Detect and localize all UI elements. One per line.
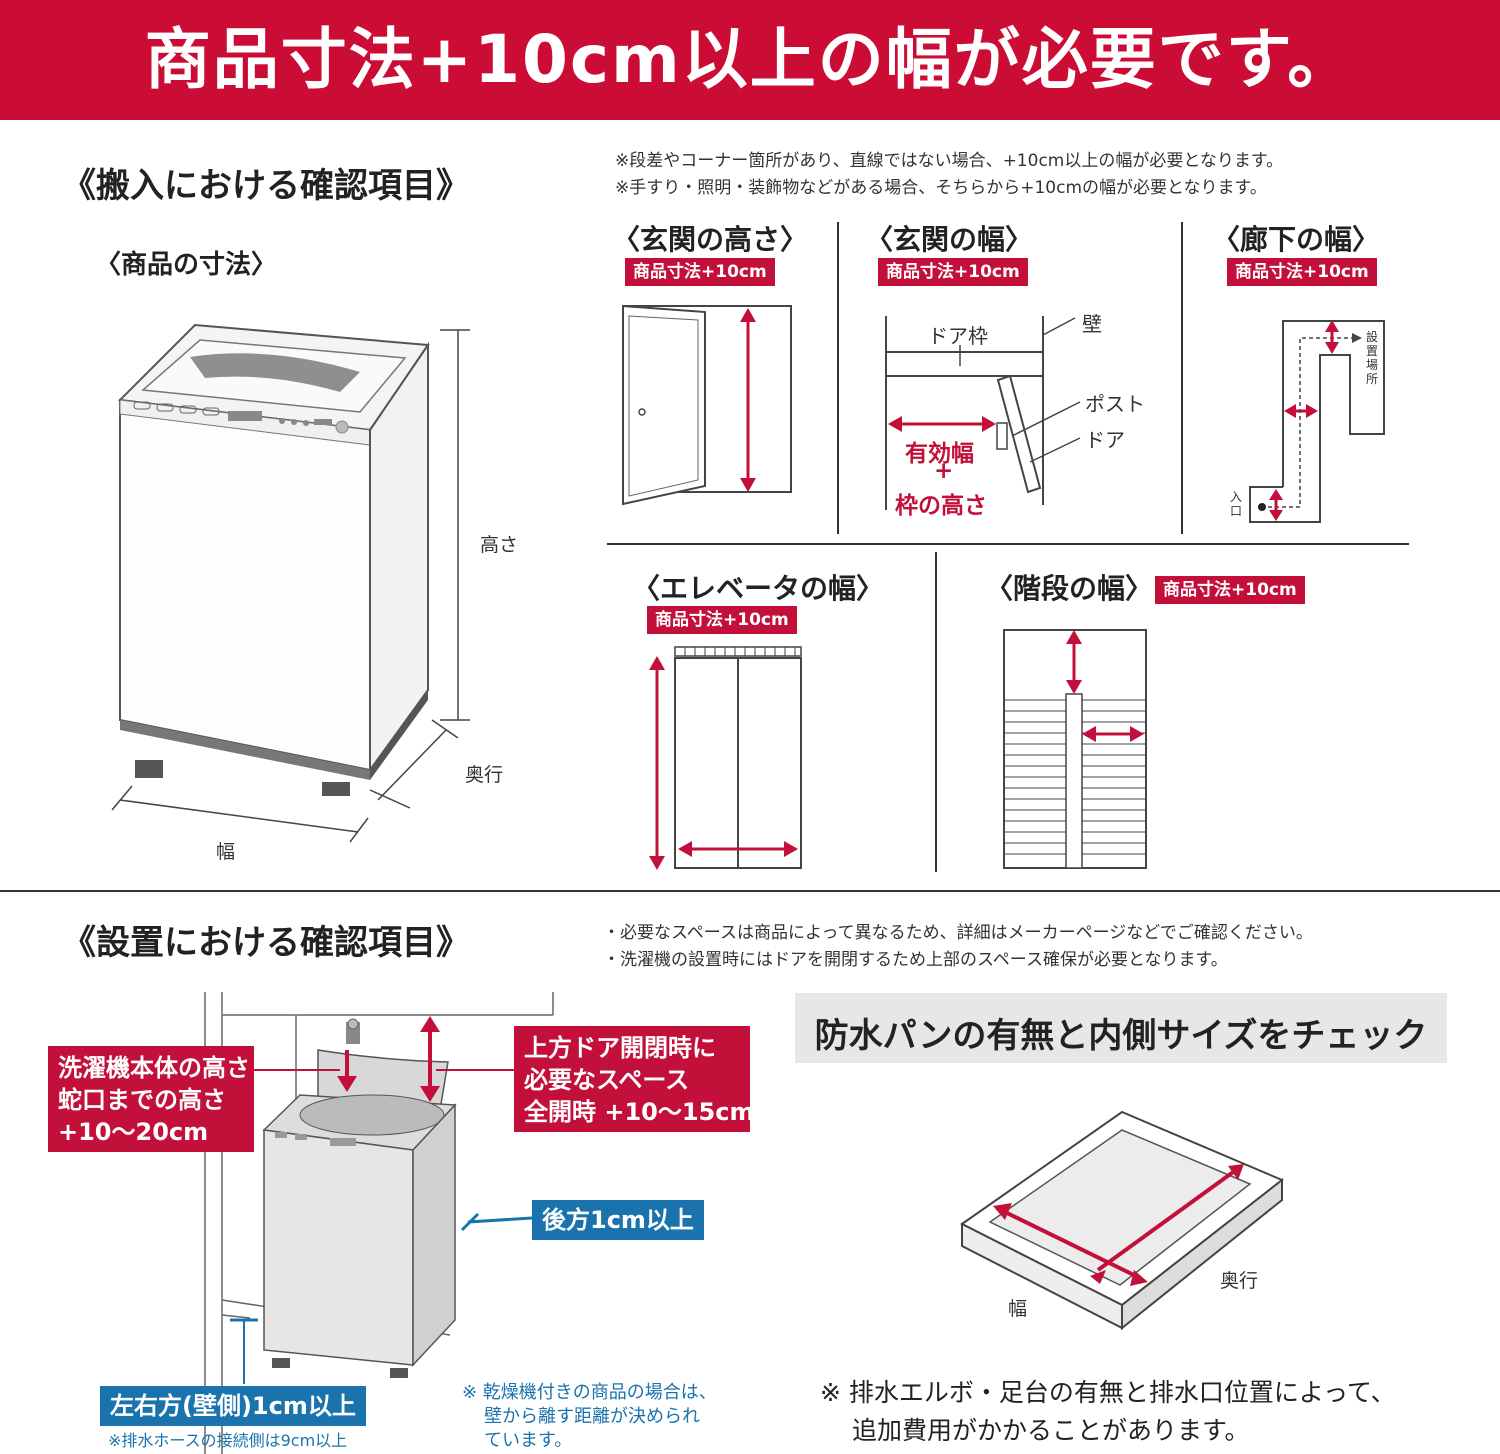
door-label: ドア (1085, 428, 1125, 452)
post-label: ポスト (1085, 392, 1145, 416)
entrance-height-title: 〈玄関の高さ〉 (612, 223, 809, 256)
height-label: 高さ (480, 534, 519, 556)
width-label: 幅 (216, 841, 236, 863)
stairs-diagram (1003, 629, 1147, 869)
height-callout-line-2: 蛇口までの高さ (58, 1086, 226, 1114)
installation-section-title: 《設置における確認項目》 (62, 923, 470, 963)
door-space-callout: 上方ドア開閉時に 必要なスペース 全開時 +10～15cm (514, 1026, 755, 1132)
washer-illustration (111, 323, 470, 843)
stairs-width-title: 〈階段の幅〉 (985, 572, 1154, 605)
hallway-width-badge: 商品寸法+10cm (1227, 258, 1377, 286)
door-callout-line-2: 必要なスペース (524, 1066, 690, 1094)
pan-depth-label: 奥行 (1220, 1270, 1259, 1292)
installation-note-1: ・必要なスペースは商品によって異なるため、詳細はメーカーページなどでご確認くださ… (603, 923, 1313, 943)
dryer-note-2: 壁から離す距離が決められ (484, 1406, 700, 1427)
door-frame-label: ドア枠 (928, 324, 988, 348)
divider (837, 222, 839, 534)
header-banner (0, 0, 1500, 120)
divider (607, 543, 1409, 545)
install-place-label: 設置場所 (1366, 330, 1379, 386)
depth-label: 奥行 (465, 764, 504, 786)
installation-note-2: ・洗濯機の設置時にはドアを開閉するため上部のスペース確保が必要となります。 (603, 950, 1228, 970)
pan-check-panel (795, 993, 1447, 1063)
height-callout-line-1: 洗濯機本体の高さ (58, 1054, 250, 1082)
hallway-width-title: 〈廊下の幅〉 (1212, 223, 1381, 256)
entrance-label: 入口 (1230, 490, 1243, 518)
dryer-note-1: ※ 乾燥機付きの商品の場合は、 (462, 1382, 717, 1403)
section-divider (0, 890, 1500, 892)
pan-note-line-2: 追加費用がかかることがあります。 (852, 1416, 1250, 1445)
pan-width-label: 幅 (1008, 1298, 1028, 1320)
delivery-note-2: ※手すり・照明・装飾物などがある場合、そちらから+10cmの幅が必要となります。 (615, 178, 1267, 198)
divider (1181, 222, 1183, 534)
stairs-width-badge: 商品寸法+10cm (1155, 576, 1305, 604)
entrance-height-badge: 商品寸法+10cm (625, 258, 775, 286)
elevator-width-badge: 商品寸法+10cm (647, 606, 797, 634)
pan-note-line-1: ※ 排水エルボ・足台の有無と排水口位置によって、 (820, 1378, 1396, 1407)
wall-label: 壁 (1082, 312, 1102, 336)
product-dims-title: 〈商品の寸法〉 (95, 250, 278, 280)
door-callout-line-1: 上方ドア開閉時に (524, 1034, 716, 1062)
elevator-diagram (649, 646, 802, 870)
hose-note: ※排水ホースの接続側は9cm以上 (108, 1431, 348, 1450)
effective-width-label: 有効幅 (905, 441, 974, 467)
height-callout: 洗濯機本体の高さ 蛇口までの高さ +10～20cm (48, 1046, 254, 1152)
door-callout-line-3: 全開時 +10～15cm (524, 1098, 755, 1126)
side-clearance-label: 左右方(壁側)1cm以上 (100, 1386, 366, 1426)
delivery-section-title: 《搬入における確認項目》 (62, 166, 470, 206)
hallway-diagram (1249, 320, 1385, 523)
entrance-width-badge: 商品寸法+10cm (878, 258, 1028, 286)
elevator-width-title: 〈エレベータの幅〉 (632, 572, 885, 605)
entrance-width-diagram (885, 316, 1081, 510)
plus-label: + (934, 458, 954, 484)
back-clearance-label: 後方1cm以上 (532, 1200, 704, 1240)
dryer-note-3: ています。 (484, 1430, 573, 1451)
pan-check-title: 防水パンの有無と内側サイズをチェック (814, 1016, 1428, 1056)
entrance-width-title: 〈玄関の幅〉 (865, 223, 1034, 256)
page-title: 商品寸法+10cm以上の幅が必要です。 (144, 21, 1356, 98)
frame-height-label: 枠の高さ (895, 493, 987, 519)
entrance-height-diagram (622, 304, 792, 506)
divider (935, 552, 937, 872)
height-callout-line-3: +10～20cm (58, 1118, 209, 1146)
delivery-note-1: ※段差やコーナー箇所があり、直線ではない場合、+10cm以上の幅が必要となります… (615, 151, 1284, 171)
